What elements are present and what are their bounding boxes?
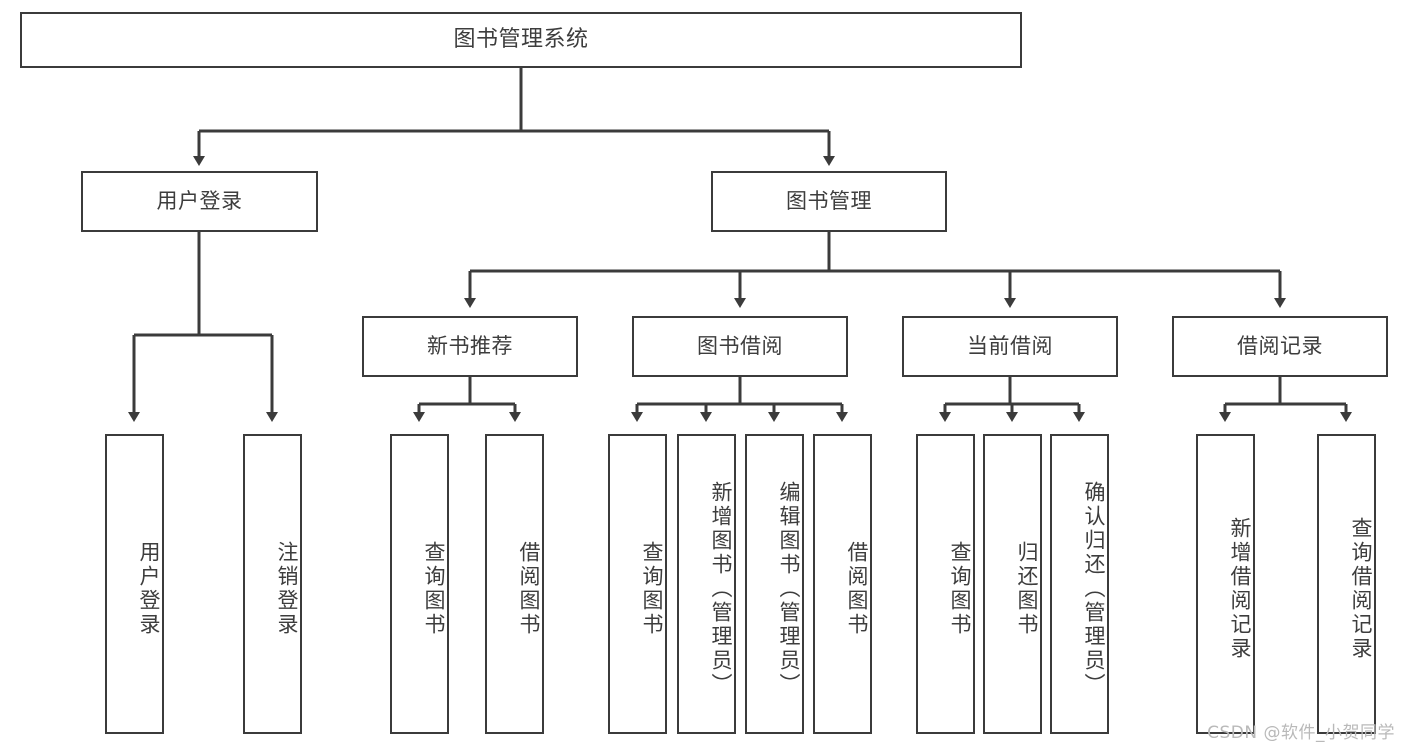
node-label: 新增借阅记录 <box>1228 517 1252 661</box>
node-label: 确认归还（管理员） <box>1082 481 1106 697</box>
node-label: 查询图书 <box>640 541 664 637</box>
leaf-new-book-borrow[interactable]: 借阅图书 <box>485 434 544 734</box>
leaf-borrow-record-query[interactable]: 查询借阅记录 <box>1317 434 1376 734</box>
node-label: 借阅记录 <box>1237 334 1323 359</box>
node-label: 当前借阅 <box>967 334 1053 359</box>
leaf-book-borrow-query[interactable]: 查询图书 <box>608 434 667 734</box>
node-label: 新增图书（管理员） <box>709 481 733 697</box>
leaf-new-book-query[interactable]: 查询图书 <box>390 434 449 734</box>
leaf-book-borrow-borrow[interactable]: 借阅图书 <box>813 434 872 734</box>
node-label: 查询借阅记录 <box>1349 517 1373 661</box>
watermark: CSDN @软件_小贺同学 <box>1207 723 1395 743</box>
node-new-book-recommend[interactable]: 新书推荐 <box>362 316 578 377</box>
node-label: 注销登录 <box>275 541 299 637</box>
leaf-book-borrow-add[interactable]: 新增图书（管理员） <box>677 434 736 734</box>
leaf-book-borrow-edit[interactable]: 编辑图书（管理员） <box>745 434 804 734</box>
node-book-management[interactable]: 图书管理 <box>711 171 947 232</box>
node-book-borrow[interactable]: 图书借阅 <box>632 316 848 377</box>
node-label: 用户登录 <box>137 541 161 637</box>
leaf-current-borrow-return[interactable]: 归还图书 <box>983 434 1042 734</box>
node-label: 查询图书 <box>948 541 972 637</box>
node-user-login[interactable]: 用户登录 <box>81 171 318 232</box>
node-label: 新书推荐 <box>427 334 513 359</box>
node-label: 借阅图书 <box>845 541 869 637</box>
node-label: 编辑图书（管理员） <box>777 481 801 697</box>
node-current-borrow[interactable]: 当前借阅 <box>902 316 1118 377</box>
node-label: 查询图书 <box>422 541 446 637</box>
node-label: 借阅图书 <box>517 541 541 637</box>
leaf-user-login-logout[interactable]: 注销登录 <box>243 434 302 734</box>
node-label: 图书借阅 <box>697 334 783 359</box>
node-label: 用户登录 <box>156 189 243 214</box>
node-root-system[interactable]: 图书管理系统 <box>20 12 1022 68</box>
node-borrow-record[interactable]: 借阅记录 <box>1172 316 1388 377</box>
node-label: 归还图书 <box>1015 541 1039 637</box>
node-label: 图书管理系统 <box>453 27 589 53</box>
leaf-current-borrow-query[interactable]: 查询图书 <box>916 434 975 734</box>
leaf-current-borrow-confirm[interactable]: 确认归还（管理员） <box>1050 434 1109 734</box>
node-label: 图书管理 <box>786 189 872 214</box>
leaf-borrow-record-add[interactable]: 新增借阅记录 <box>1196 434 1255 734</box>
leaf-user-login-login[interactable]: 用户登录 <box>105 434 164 734</box>
